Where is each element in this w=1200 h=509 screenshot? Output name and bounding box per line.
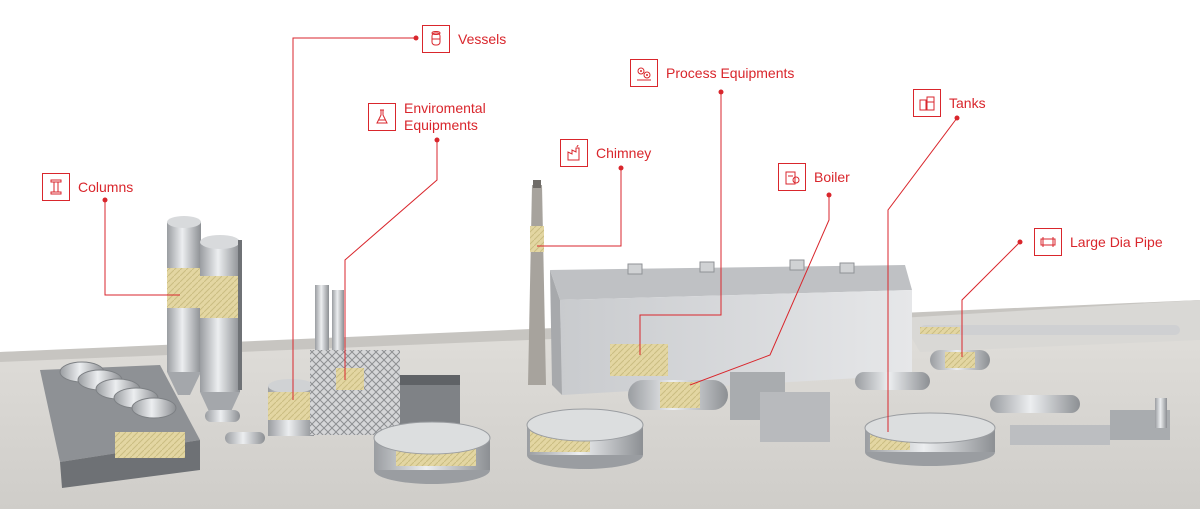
callout-label: Vessels bbox=[458, 30, 507, 47]
callout-label: Boiler bbox=[814, 168, 850, 185]
gears-icon bbox=[630, 59, 658, 87]
callout-label: Tanks bbox=[949, 94, 986, 111]
column-icon bbox=[42, 173, 70, 201]
tanks-icon bbox=[913, 89, 941, 117]
chimney-icon bbox=[560, 139, 588, 167]
pipe-icon bbox=[1034, 228, 1062, 256]
callout-label: Large Dia Pipe bbox=[1070, 233, 1163, 250]
vessel-icon bbox=[422, 25, 450, 53]
callout-boiler[interactable]: Boiler bbox=[778, 163, 850, 191]
callout-tanks[interactable]: Tanks bbox=[913, 89, 986, 117]
flask-icon bbox=[368, 103, 396, 131]
callout-vessels[interactable]: Vessels bbox=[422, 25, 506, 53]
callout-chimney[interactable]: Chimney bbox=[560, 139, 651, 167]
callout-label: Columns bbox=[78, 178, 134, 195]
callout-label: Enviromental Equipments bbox=[404, 100, 486, 133]
callout-environmental-equipments[interactable]: Enviromental Equipments bbox=[368, 100, 514, 134]
boiler-icon bbox=[778, 163, 806, 191]
callout-label: Chimney bbox=[596, 144, 652, 161]
callout-columns[interactable]: Columns bbox=[42, 173, 133, 201]
callout-process-equipments[interactable]: Process Equipments bbox=[630, 59, 794, 87]
callout-large-dia-pipe[interactable]: Large Dia Pipe bbox=[1034, 228, 1163, 256]
callout-label: Process Equipments bbox=[666, 64, 795, 81]
